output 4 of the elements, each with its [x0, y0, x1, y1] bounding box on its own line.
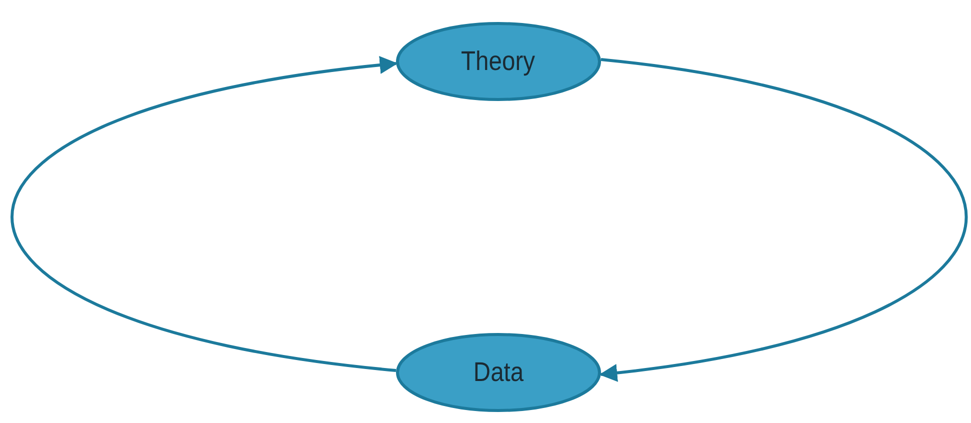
- node-label: Data: [473, 357, 524, 388]
- arrow: [12, 56, 398, 372]
- arrow: [599, 58, 966, 382]
- node-label: Theory: [462, 46, 536, 77]
